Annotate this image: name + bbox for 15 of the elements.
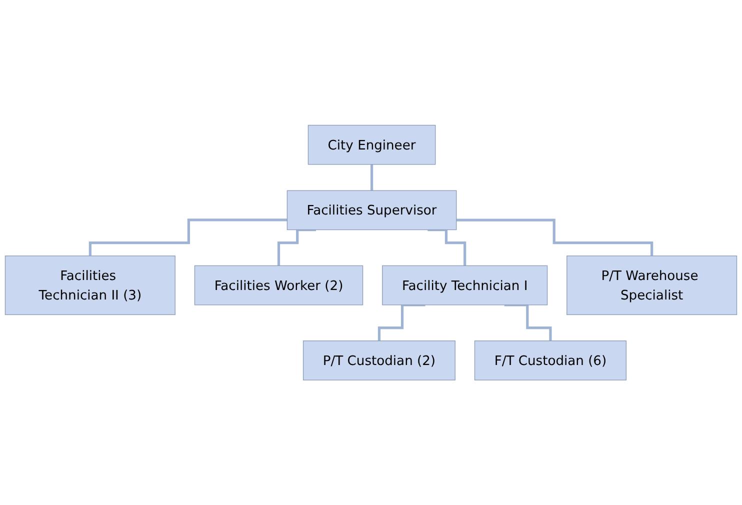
node-box: Facility Technician I — [382, 265, 548, 306]
node-box: Facilities Technician II (3) — [4, 255, 176, 315]
connector — [504, 303, 552, 342]
connector — [378, 303, 426, 342]
node-box: P/T Warehouse Specialist — [566, 255, 738, 315]
connector — [88, 218, 288, 258]
node-box: P/T Custodian (2) — [302, 340, 456, 380]
connector — [456, 218, 654, 258]
node-box: F/T Custodian (6) — [474, 340, 627, 380]
node-box: City Engineer — [308, 124, 436, 165]
connector — [370, 162, 374, 192]
node-box: Facilities Worker (2) — [194, 265, 364, 306]
connector — [277, 228, 316, 267]
connector — [428, 228, 466, 267]
node-box: Facilities Supervisor — [286, 190, 457, 230]
